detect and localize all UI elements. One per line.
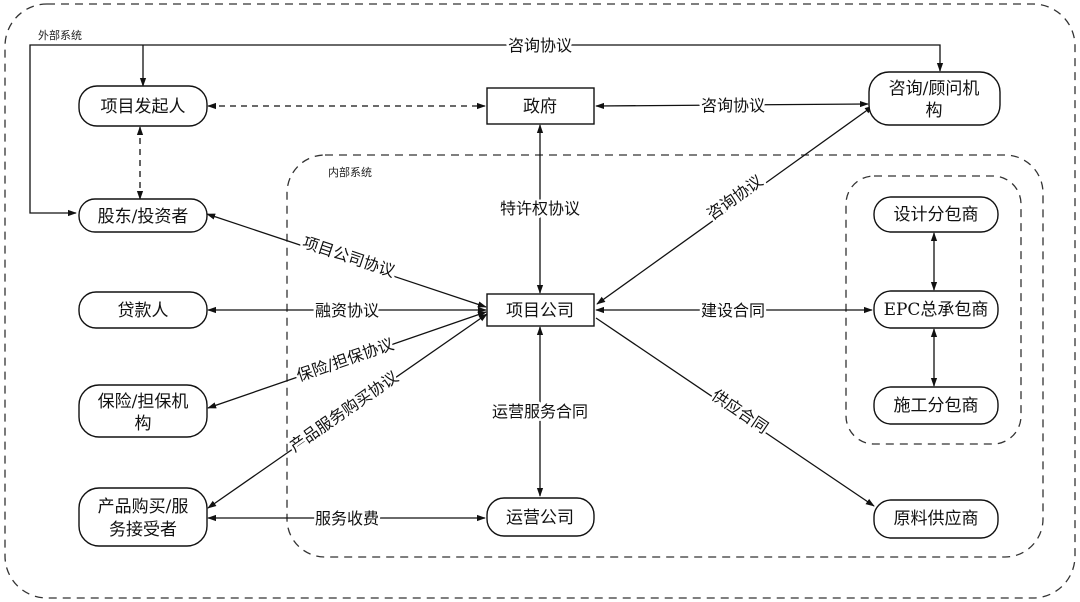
- edge-buyer-project: [207, 313, 488, 509]
- internal-system-label: 内部系统: [328, 165, 372, 179]
- edge-consult-top: [487, 44, 944, 72]
- node-sponsor-text: 项目发起人: [101, 97, 186, 117]
- edge-project-supplier: [595, 317, 875, 507]
- edge-shareholder-project: [206, 213, 487, 308]
- node-insurer: 保险/担保机 构: [78, 384, 208, 438]
- edge-label-consult-diag: 咨询协议: [703, 171, 766, 224]
- node-insurer-text-line1: 保险/担保机: [98, 392, 189, 412]
- node-epc-text: EPC总承包商: [884, 300, 989, 320]
- node-epc: EPC总承包商: [873, 290, 999, 329]
- node-buyer-text-line2: 务接受者: [109, 520, 177, 540]
- node-operator-text: 运营公司: [506, 508, 574, 528]
- node-consultant-text-line1: 咨询/顾问机: [889, 79, 980, 99]
- node-design-sub-text: 设计分包商: [894, 205, 979, 225]
- node-sponsor: 项目发起人: [78, 85, 208, 127]
- node-project-company: 项目公司: [486, 293, 595, 327]
- node-project-company-text: 项目公司: [506, 301, 574, 321]
- external-system-boundary: [4, 3, 1076, 599]
- node-government: 政府: [486, 87, 595, 125]
- edge-consultant-project: [596, 105, 874, 305]
- external-system-label: 外部系统: [38, 28, 82, 42]
- node-operator: 运营公司: [486, 497, 595, 537]
- edge-label-franchise: 特许权协议: [500, 199, 580, 218]
- edge-label-construction: 建设合同: [701, 301, 765, 320]
- node-buyer-text-line1: 产品购买/服: [98, 497, 189, 517]
- edge-label-consult-gov: 咨询协议: [701, 96, 765, 115]
- node-insurer-text-line2: 构: [135, 414, 152, 434]
- node-lender-text: 贷款人: [118, 301, 169, 321]
- edge-outer-to-shareholder: [29, 44, 487, 217]
- edge-label-service-fee: 服务收费: [315, 509, 379, 528]
- node-government-text: 政府: [523, 97, 557, 117]
- edge-label-financing: 融资协议: [315, 301, 379, 320]
- node-consultant: 咨询/顾问机 构: [868, 71, 1001, 126]
- node-lender: 贷款人: [78, 291, 208, 329]
- node-buyer: 产品购买/服 务接受者: [78, 487, 208, 547]
- edge-label-supply: 供应合同: [708, 386, 772, 438]
- node-shareholder-text: 股东/投资者: [98, 207, 189, 227]
- edge-label-project-company-agreement: 项目公司协议: [300, 233, 397, 281]
- node-construction-sub-text: 施工分包商: [894, 396, 979, 416]
- edge-label-consult-top: 咨询协议: [508, 36, 572, 55]
- node-supplier: 原料供应商: [873, 499, 999, 539]
- node-consultant-text-line2: 构: [926, 101, 943, 121]
- node-supplier-text: 原料供应商: [894, 509, 979, 529]
- edge-label-operation: 运营服务合同: [492, 402, 588, 421]
- node-construction-sub: 施工分包商: [873, 386, 999, 425]
- node-design-sub: 设计分包商: [873, 196, 999, 233]
- node-shareholder: 股东/投资者: [78, 198, 208, 233]
